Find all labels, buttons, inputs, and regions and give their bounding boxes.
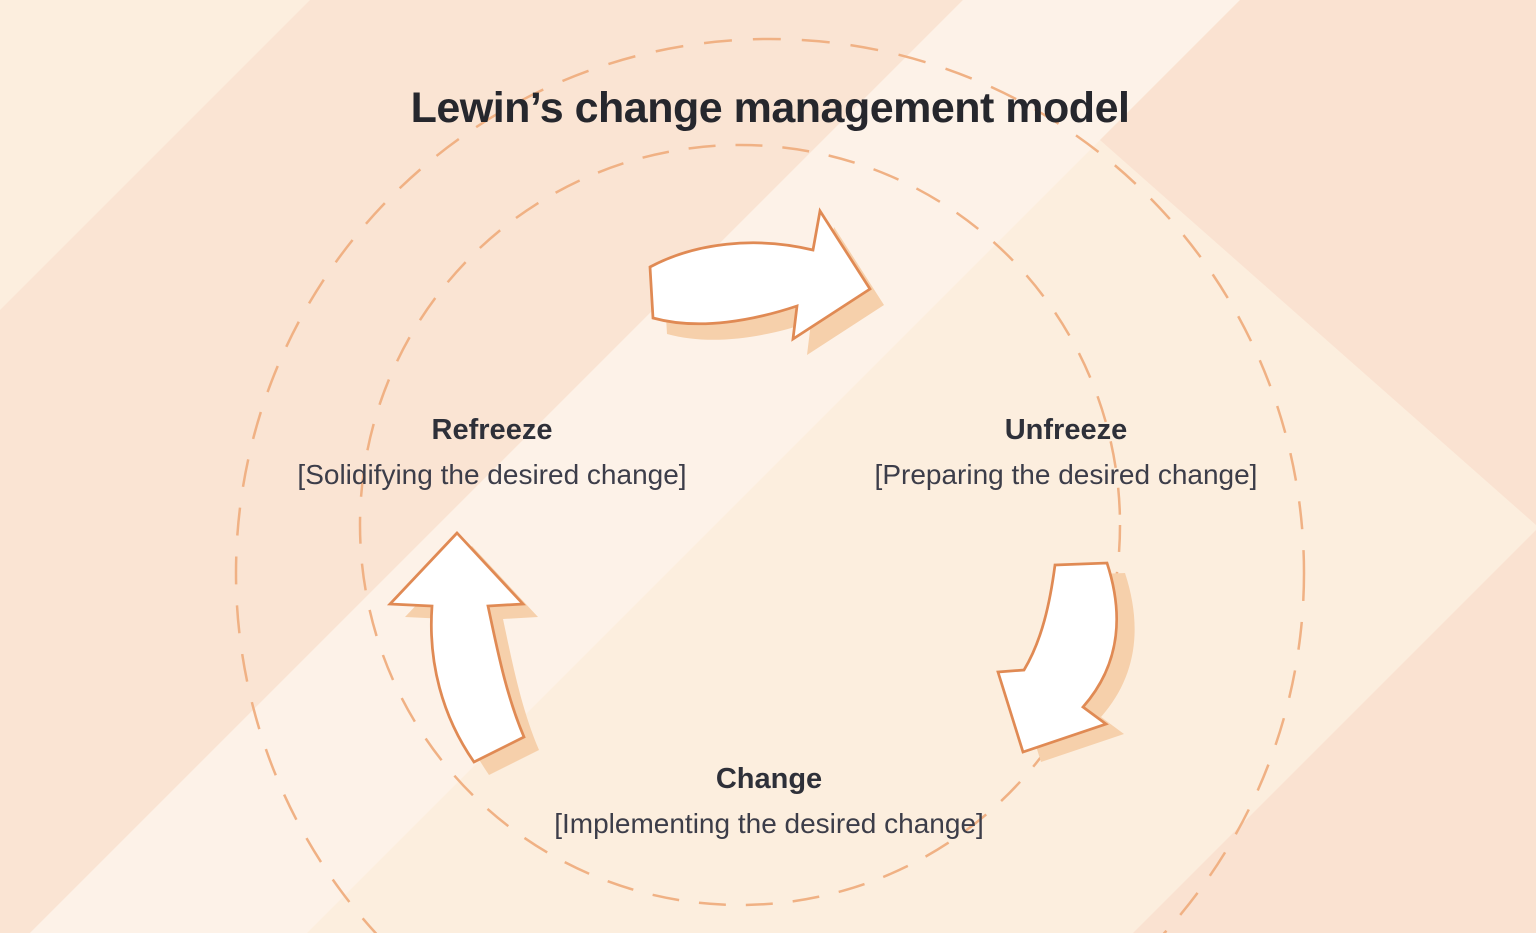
stage-refreeze: Refreeze [Solidifying the desired change…: [297, 413, 686, 492]
stage-change-name: Change: [715, 763, 823, 795]
stage-change-desc: [Implementing the desired change]: [554, 808, 984, 839]
stage-unfreeze: Unfreeze [Preparing the desired change]: [875, 413, 1258, 492]
stage-change: Change [Implementing the desired change]: [554, 762, 984, 841]
stage-unfreeze-desc: [Preparing the desired change]: [874, 459, 1258, 490]
curved-arrow-unfreeze-to-change-icon: [996, 561, 1119, 754]
background-corner-shard-top-right: [1100, 0, 1536, 525]
background-diagonal-band-dark: [0, 0, 963, 933]
dashed-circle-inner: [358, 143, 1122, 907]
page-title: Lewin’s change management model: [410, 84, 1130, 132]
stage-refreeze-desc: [Solidifying the desired change]: [297, 459, 687, 490]
stage-refreeze-name: Refreeze: [431, 414, 553, 446]
background-diagonal-band-light: [0, 0, 1240, 933]
background-corner-shard-bottom-right: [1133, 530, 1536, 933]
dashed-circle-outer: [234, 37, 1306, 933]
stage-unfreeze-name: Unfreeze: [1004, 414, 1128, 446]
